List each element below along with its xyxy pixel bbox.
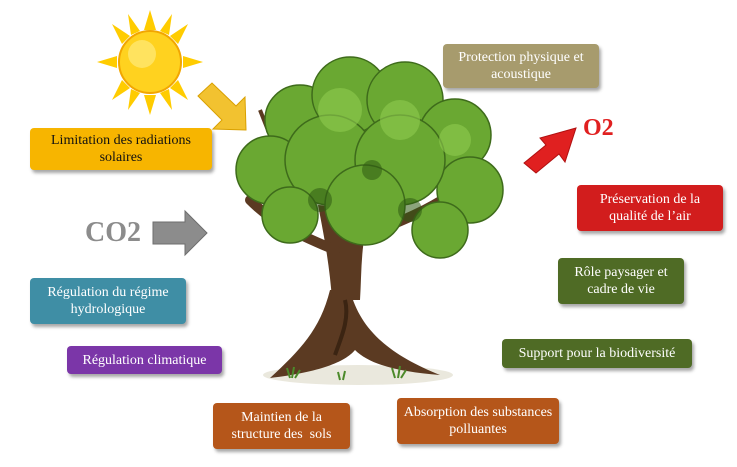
landscape-label: Rôle paysager et cadre de vie (574, 265, 668, 297)
o2-label: O2 (583, 115, 614, 141)
climate-label: Régulation climatique (82, 352, 207, 368)
co2-arrow-icon (152, 209, 208, 257)
o2-arrow-icon (523, 127, 577, 174)
sun-icon (97, 10, 203, 115)
tree-illustration (235, 56, 504, 385)
sun-arrow-icon (197, 82, 247, 131)
soil-box: Maintien de la structure des sols (213, 403, 350, 449)
air-quality-label: Préservation de la qualité de l’air (599, 192, 701, 224)
landscape-box: Rôle paysager et cadre de vie (558, 258, 684, 304)
biodiversity-label: Support pour la biodiversité (518, 346, 676, 361)
biodiversity-box: Support pour la biodiversité (502, 339, 692, 368)
protection-box: Protection physique et acoustique (443, 44, 599, 88)
co2-label: CO2 (85, 217, 141, 248)
pollutants-box: Absorption des substances polluantes (397, 398, 559, 444)
radiation-box: Limitation des radiations solaires (30, 128, 212, 170)
hydro-label: Régulation du régime hydrologique (47, 285, 169, 317)
hydro-box: Régulation du régime hydrologique (30, 278, 186, 324)
soil-label: Maintien de la structure des sols (231, 410, 332, 442)
radiation-label: Limitation des radiations solaires (51, 133, 191, 165)
air-quality-box: Préservation de la qualité de l’air (577, 185, 723, 231)
protection-label: Protection physique et acoustique (458, 50, 584, 82)
climate-box: Régulation climatique (67, 346, 222, 374)
pollutants-label: Absorption des substances polluantes (403, 405, 553, 437)
